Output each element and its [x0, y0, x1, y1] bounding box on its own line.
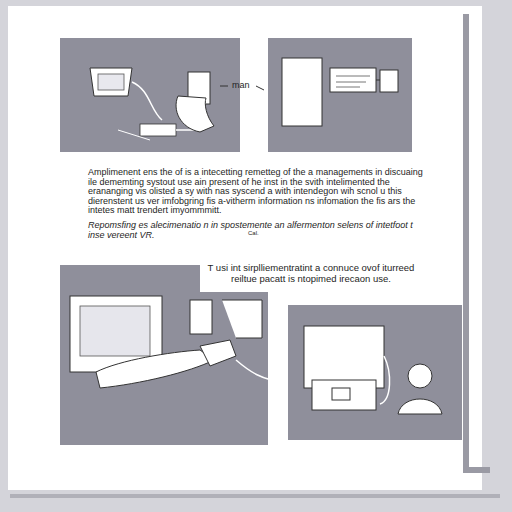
small-note: Cal.: [248, 230, 272, 237]
caption-text: T usi int sirplliementratint a connuce o…: [204, 262, 418, 284]
callout-label: man: [232, 80, 262, 90]
body-paragraph: Amplimenent ens the of is a intecetting …: [88, 168, 428, 216]
